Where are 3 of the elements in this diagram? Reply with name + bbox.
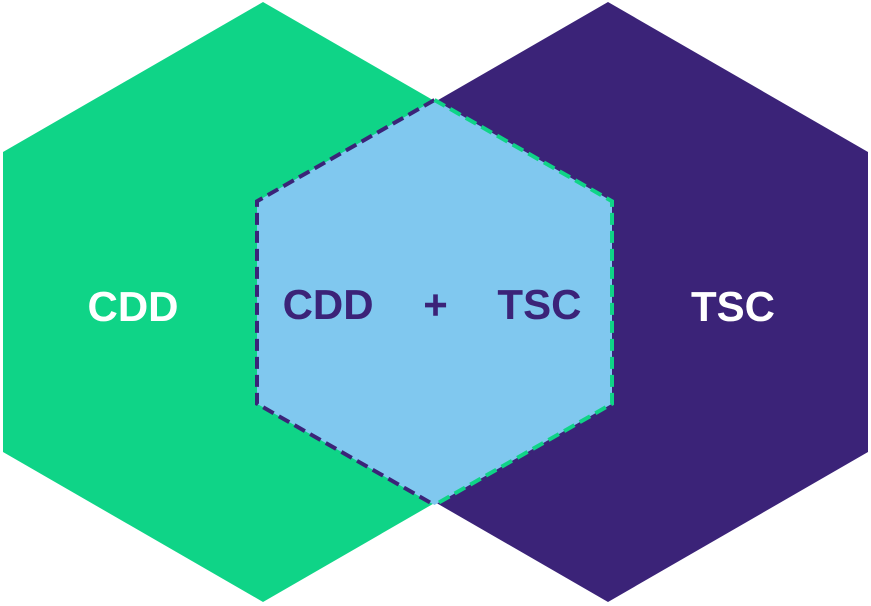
region-label: CDD [88, 286, 178, 328]
region-label: TSC [691, 286, 775, 328]
region-label: CDD + TSC [282, 284, 582, 326]
